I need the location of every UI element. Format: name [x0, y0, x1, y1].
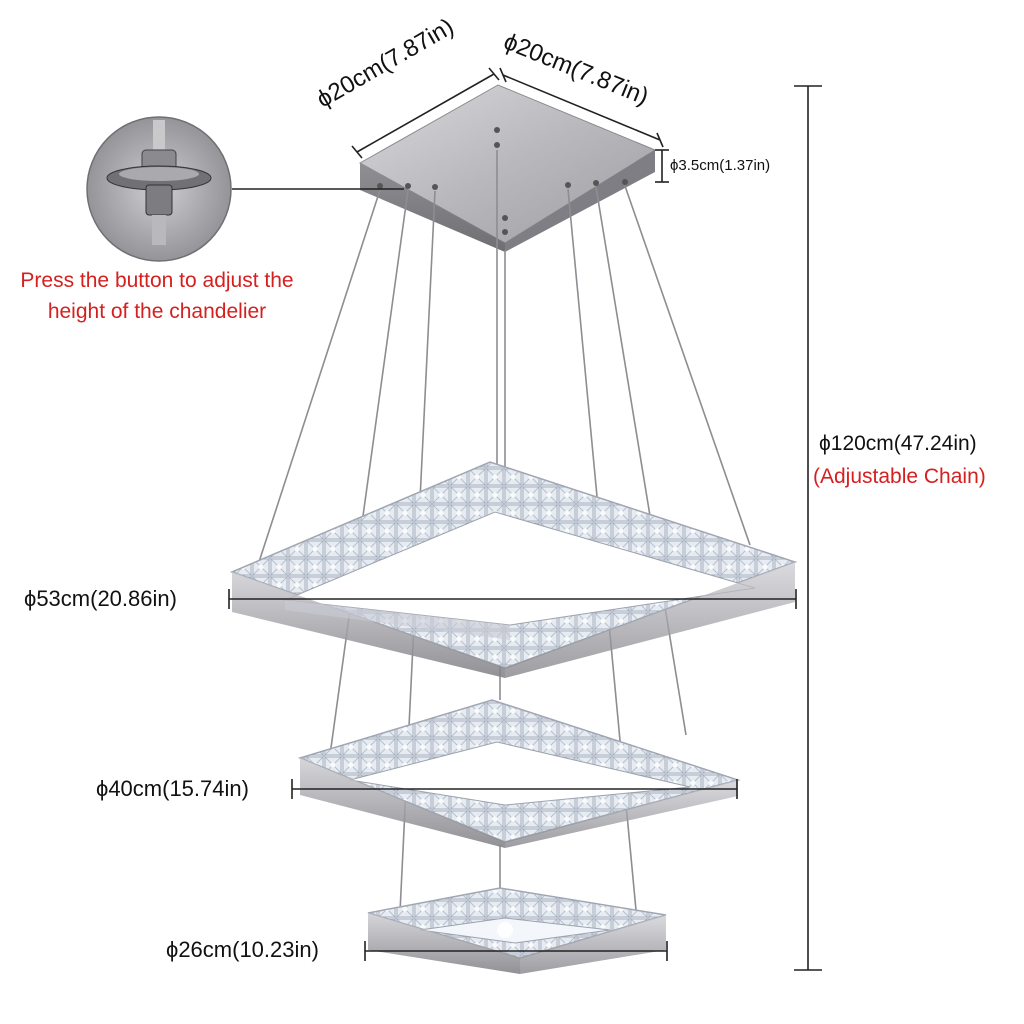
adjustable-chain-label: (Adjustable Chain)	[813, 465, 986, 488]
callout-line-1: Press the button to adjust the	[20, 269, 294, 292]
height-adjust-callout: Press the button to adjust the height of…	[4, 265, 310, 327]
total-height-label: ϕ120cm(47.24in)	[819, 432, 977, 455]
callout-line-2: height of the chandelier	[47, 300, 267, 323]
ring-small-width-label: ϕ26cm(10.23in)	[166, 937, 319, 962]
dimension-lines	[228, 67, 822, 971]
ring-medium	[297, 699, 741, 848]
canopy-height-label: ϕ3.5cm(1.37in)	[670, 157, 771, 174]
ring-large-width-label: ϕ53cm(20.86in)	[24, 586, 177, 611]
canopy	[358, 84, 657, 252]
ring-large	[229, 461, 798, 678]
ring-small	[367, 887, 667, 974]
height-adjust-button-detail	[86, 116, 232, 262]
ring-medium-width-label: ϕ40cm(15.74in)	[96, 776, 249, 801]
